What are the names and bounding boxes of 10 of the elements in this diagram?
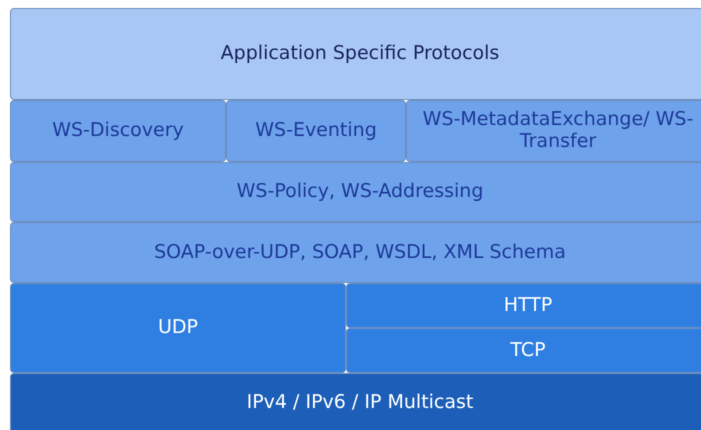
protocol-layer: WS-MetadataExchange/ WS-Transfer — [406, 100, 701, 162]
protocol-layer: TCP — [346, 328, 701, 373]
protocol-layer: Application Specific Protocols — [10, 8, 701, 100]
protocol-layer: SOAP-over-UDP, SOAP, WSDL, XML Schema — [10, 222, 701, 283]
protocol-layer: HTTP — [346, 283, 701, 328]
protocol-layer: WS-Eventing — [226, 100, 406, 162]
protocol-layer: WS-Discovery — [10, 100, 226, 162]
protocol-layer: UDP — [10, 283, 346, 373]
protocol-layer: IPv4 / IPv6 / IP Multicast — [10, 373, 701, 430]
protocol-layer: WS-Policy, WS-Addressing — [10, 162, 701, 222]
